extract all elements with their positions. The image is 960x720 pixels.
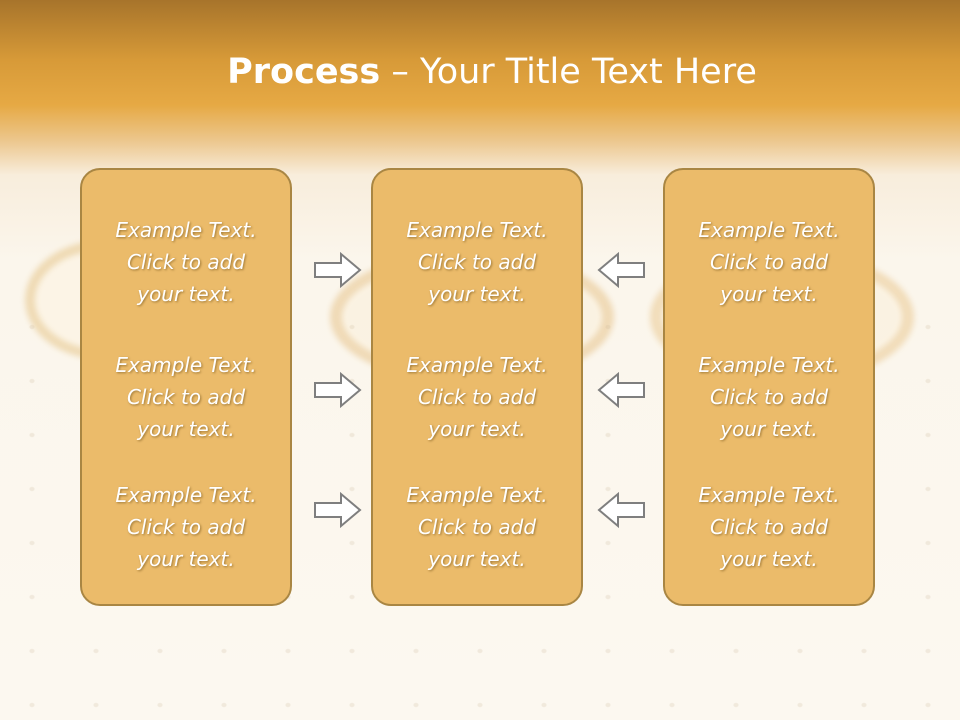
process-box-right[interactable]: Example Text. Click to add your text. Ex…	[663, 168, 875, 606]
process-box-left[interactable]: Example Text. Click to add your text. Ex…	[80, 168, 292, 606]
text-line: Click to add	[709, 385, 829, 409]
title-rest: – Your Title Text Here	[380, 52, 757, 92]
title-bold: Process	[227, 52, 381, 92]
text-line: your text.	[720, 547, 818, 571]
text-line: Click to add	[417, 385, 537, 409]
text-line: Click to add	[126, 250, 246, 274]
text-line: your text.	[137, 417, 235, 441]
text-block[interactable]: Example Text. Click to add your text.	[373, 214, 581, 310]
arrow-right-icon	[314, 492, 362, 528]
text-line: Example Text.	[115, 218, 257, 242]
text-block[interactable]: Example Text. Click to add your text.	[82, 349, 290, 445]
text-line: your text.	[137, 547, 235, 571]
text-block[interactable]: Example Text. Click to add your text.	[373, 479, 581, 575]
text-line: Example Text.	[406, 218, 548, 242]
text-block[interactable]: Example Text. Click to add your text.	[82, 479, 290, 575]
text-line: Example Text.	[698, 353, 840, 377]
text-line: Example Text.	[698, 483, 840, 507]
text-line: Example Text.	[115, 483, 257, 507]
text-line: your text.	[720, 282, 818, 306]
arrow-right-icon	[314, 252, 362, 288]
arrow-left-icon	[597, 252, 645, 288]
arrow-left-icon	[597, 372, 645, 408]
text-line: your text.	[428, 417, 526, 441]
text-line: Click to add	[709, 515, 829, 539]
text-line: Example Text.	[406, 353, 548, 377]
slide-title[interactable]: Process – Your Title Text Here	[0, 52, 960, 92]
text-line: Example Text.	[406, 483, 548, 507]
text-line: your text.	[137, 282, 235, 306]
text-line: your text.	[428, 282, 526, 306]
text-line: Click to add	[417, 250, 537, 274]
text-line: your text.	[720, 417, 818, 441]
text-line: Click to add	[709, 250, 829, 274]
text-line: Example Text.	[115, 353, 257, 377]
text-line: Click to add	[126, 515, 246, 539]
text-block[interactable]: Example Text. Click to add your text.	[665, 214, 873, 310]
text-block[interactable]: Example Text. Click to add your text.	[665, 479, 873, 575]
arrow-right-icon	[314, 372, 362, 408]
text-block[interactable]: Example Text. Click to add your text.	[665, 349, 873, 445]
text-line: Example Text.	[698, 218, 840, 242]
process-box-center[interactable]: Example Text. Click to add your text. Ex…	[371, 168, 583, 606]
text-block[interactable]: Example Text. Click to add your text.	[373, 349, 581, 445]
text-line: your text.	[428, 547, 526, 571]
text-line: Click to add	[126, 385, 246, 409]
text-block[interactable]: Example Text. Click to add your text.	[82, 214, 290, 310]
arrow-left-icon	[597, 492, 645, 528]
text-line: Click to add	[417, 515, 537, 539]
